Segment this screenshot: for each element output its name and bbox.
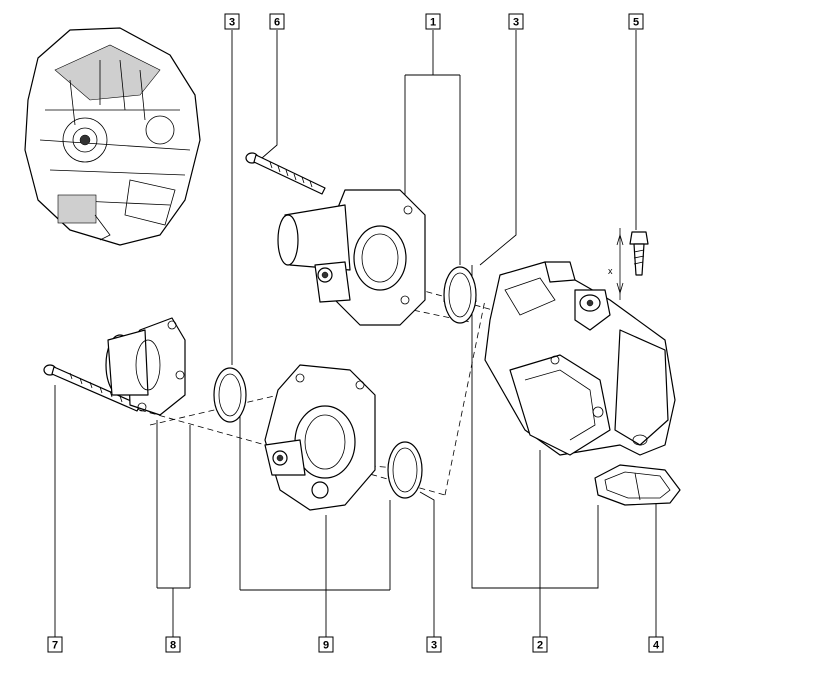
callout-8: 8 bbox=[165, 636, 181, 653]
bolt-part-5: x bbox=[608, 228, 649, 300]
svg-text:3: 3 bbox=[229, 17, 235, 29]
intake-manifold-part-2 bbox=[484, 261, 676, 456]
callout-9: 9 bbox=[318, 636, 334, 653]
svg-text:3: 3 bbox=[431, 640, 437, 652]
svg-text:5: 5 bbox=[633, 17, 639, 29]
callout-4: 4 bbox=[648, 636, 664, 653]
callout-2: 2 bbox=[532, 636, 548, 653]
seal-ring-part-3-top bbox=[443, 266, 477, 324]
svg-text:7: 7 bbox=[52, 640, 58, 652]
adapter-part-8 bbox=[105, 317, 186, 416]
svg-text:1: 1 bbox=[430, 17, 436, 29]
svg-text:6: 6 bbox=[274, 17, 280, 29]
svg-text:2: 2 bbox=[537, 640, 543, 652]
throttle-body-part-9 bbox=[264, 364, 376, 511]
svg-text:8: 8 bbox=[170, 640, 176, 652]
callout-1: 1 bbox=[425, 13, 441, 30]
callout-5: 5 bbox=[628, 13, 644, 30]
callout-3-top-left: 3 bbox=[224, 13, 240, 30]
svg-text:4: 4 bbox=[653, 640, 660, 652]
engine-overview-illustration bbox=[24, 27, 201, 246]
svg-text:9: 9 bbox=[323, 640, 329, 652]
callout-6: 6 bbox=[269, 13, 285, 30]
throttle-body-part-1 bbox=[277, 189, 426, 326]
callout-3-top-right: 3 bbox=[508, 13, 524, 30]
svg-text:3: 3 bbox=[513, 17, 519, 29]
callout-3-bottom: 3 bbox=[426, 636, 442, 653]
bolt-part-6 bbox=[245, 152, 326, 195]
gasket-part-4 bbox=[594, 464, 681, 506]
bolt-part-7 bbox=[43, 364, 141, 412]
seal-ring-part-3-left bbox=[213, 367, 247, 423]
leader-lines bbox=[54, 30, 657, 637]
seal-ring-part-3-bottom bbox=[387, 441, 423, 499]
callout-7: 7 bbox=[47, 636, 63, 653]
dimension-x-label: x bbox=[608, 266, 613, 276]
